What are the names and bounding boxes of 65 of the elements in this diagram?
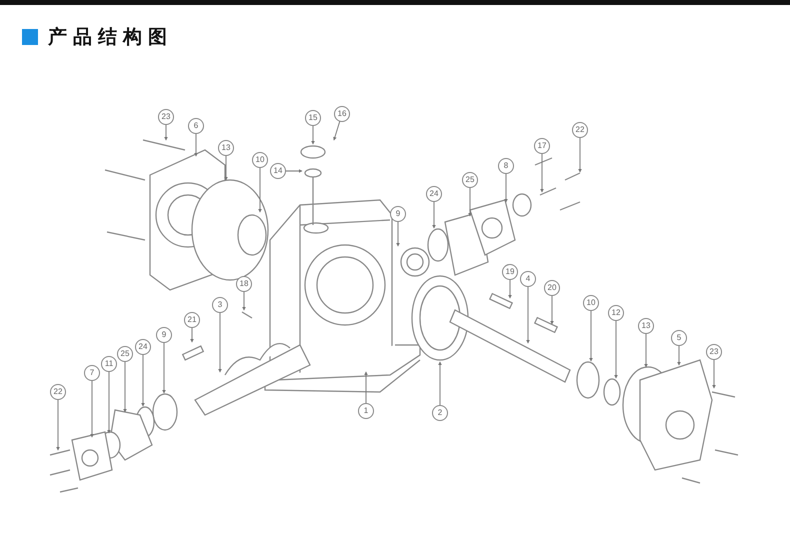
leader-line — [90, 380, 94, 438]
leader-line — [107, 370, 111, 434]
callout-number: 25 — [462, 172, 478, 188]
callout-number: 13 — [638, 318, 654, 334]
leader-line — [364, 371, 368, 404]
callout-number: 25 — [117, 346, 133, 362]
leader-line — [540, 152, 544, 193]
callout-number: 21 — [184, 312, 200, 328]
leader-line — [311, 124, 315, 145]
leader-line — [712, 358, 716, 389]
callout-number: 23 — [706, 344, 722, 360]
leader-line — [162, 342, 166, 394]
callout-number: 7 — [84, 365, 100, 381]
leader-line — [504, 172, 508, 203]
callout-number: 9 — [390, 206, 406, 222]
callout-number: 22 — [50, 384, 66, 400]
callout-number: 20 — [544, 280, 560, 296]
leader-line — [224, 154, 228, 181]
leader-line — [333, 120, 340, 141]
callout-number: 9 — [156, 327, 172, 343]
callout-number: 2 — [432, 405, 448, 421]
callout-number: 19 — [502, 264, 518, 280]
leader-line — [468, 186, 472, 217]
callout-number: 3 — [212, 297, 228, 313]
callout-number: 10 — [252, 152, 268, 168]
callout-number: 24 — [426, 186, 442, 202]
leader-line — [141, 354, 145, 407]
leader-line — [242, 290, 246, 311]
callout-number: 10 — [583, 295, 599, 311]
callout-number: 11 — [101, 356, 117, 372]
leader-line — [194, 132, 198, 157]
callout-number: 13 — [218, 140, 234, 156]
leader-line — [677, 344, 681, 366]
callout-number: 5 — [671, 330, 687, 346]
callout-number: 17 — [534, 138, 550, 154]
callout-number: 1 — [358, 403, 374, 419]
leader-line — [258, 166, 262, 213]
leader-line — [396, 220, 400, 247]
callout-number: 14 — [270, 163, 286, 179]
leader-line — [284, 169, 303, 173]
callout-number: 15 — [305, 110, 321, 126]
leader-line — [218, 312, 222, 373]
leader-line — [614, 320, 618, 379]
leader-line — [578, 136, 582, 173]
leader-line — [123, 360, 127, 413]
leader-line — [508, 278, 512, 299]
leader-line — [644, 332, 648, 368]
callout-number: 6 — [188, 118, 204, 134]
leader-line — [56, 398, 60, 451]
callout-number: 12 — [608, 305, 624, 321]
callout-number: 24 — [135, 339, 151, 355]
leader-line — [589, 310, 593, 362]
callout-number: 16 — [334, 106, 350, 122]
page-heading: 产品结构图 — [48, 25, 173, 50]
leader-line — [190, 326, 194, 343]
leader-line — [526, 286, 530, 344]
callout-number: 18 — [236, 276, 252, 292]
callout-number: 4 — [520, 271, 536, 287]
callout-number: 8 — [498, 158, 514, 174]
leader-line — [432, 200, 436, 229]
leader-line — [550, 294, 554, 325]
callout-number: 23 — [158, 109, 174, 125]
callout-number: 22 — [572, 122, 588, 138]
leader-line — [164, 124, 168, 141]
leader-line — [438, 361, 442, 406]
